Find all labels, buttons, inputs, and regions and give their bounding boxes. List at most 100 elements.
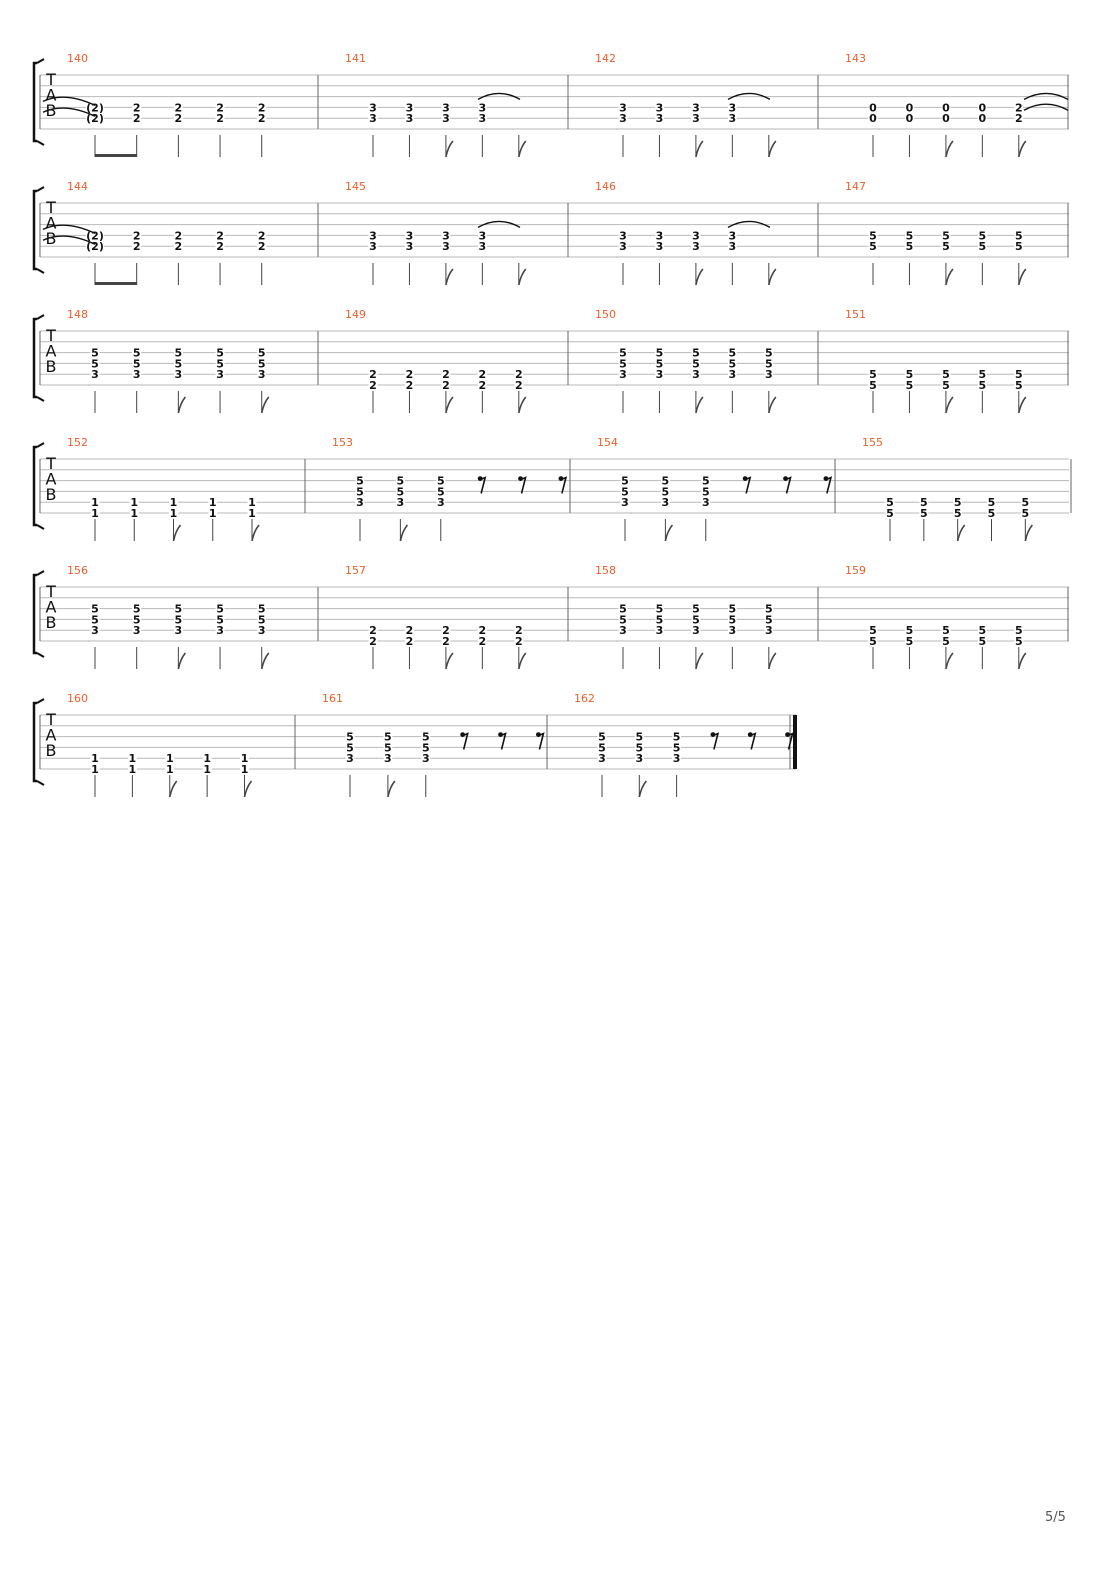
fret-mask	[986, 508, 996, 518]
chord: 553	[132, 603, 142, 669]
chord: 55	[941, 229, 951, 285]
fret-mask	[132, 113, 142, 124]
chord: 33	[368, 101, 378, 157]
fret-number: 5	[729, 613, 737, 626]
fret-mask	[173, 625, 183, 636]
fret-mask	[441, 369, 451, 380]
fret-mask	[654, 230, 664, 241]
fret-mask	[868, 102, 878, 113]
fret-mask	[240, 764, 250, 774]
fret-mask	[727, 614, 737, 625]
fret-mask	[86, 113, 104, 124]
measure-number: 151	[845, 308, 866, 321]
fret-number: 5	[346, 741, 354, 754]
fret-number: 5	[397, 485, 405, 498]
tie-arc	[727, 220, 771, 229]
fret-number: 5	[765, 603, 773, 616]
fret-mask	[977, 636, 987, 646]
chord: 11	[208, 496, 218, 541]
fret-number: 5	[619, 603, 627, 616]
measure-number: 156	[67, 564, 88, 577]
fret-mask	[1014, 380, 1024, 390]
chord: 55	[868, 624, 878, 669]
fret-mask	[618, 614, 628, 625]
fret-mask	[618, 113, 628, 124]
fret-mask	[355, 497, 365, 508]
fret-mask	[257, 241, 267, 252]
tab-clef-letter: A	[46, 342, 57, 361]
fret-number: 3	[656, 112, 664, 125]
fret-mask	[257, 614, 267, 625]
fret-number: 5	[869, 240, 877, 253]
tab-clef-letter: B	[46, 101, 57, 120]
tab-clef-letter: T	[45, 326, 56, 345]
fret-mask	[977, 230, 987, 241]
fret-mask	[208, 508, 218, 518]
fret-mask	[132, 614, 142, 625]
note-flag	[945, 652, 954, 670]
fret-mask	[727, 369, 737, 380]
fret-number: 3	[442, 229, 450, 242]
measure-number: 162	[574, 692, 595, 705]
fret-mask	[654, 347, 664, 358]
fret-number: 0	[869, 101, 877, 114]
measure-number: 150	[595, 308, 616, 321]
chord: 22	[1014, 101, 1024, 157]
fret-mask	[691, 113, 701, 124]
chord: 22	[173, 101, 183, 157]
fret-mask	[90, 347, 100, 358]
fret-mask	[904, 369, 914, 380]
fret-number: 5	[942, 624, 950, 637]
bracket-bottom-hook	[36, 652, 45, 658]
fret-mask	[597, 753, 607, 764]
fret-mask	[215, 614, 225, 625]
fret-mask	[132, 358, 142, 369]
fret-mask	[368, 230, 378, 241]
note-flag	[518, 268, 527, 286]
tab-clef-letter: T	[45, 582, 56, 601]
tab-system: TAB144(2)(2)2222222214533333333146333333…	[32, 180, 1069, 286]
fret-mask	[701, 497, 711, 508]
fret-number: 5	[1015, 240, 1023, 253]
fret-mask	[90, 603, 100, 614]
beam	[95, 282, 137, 285]
chord: 553	[395, 475, 405, 541]
chord: 55	[904, 624, 914, 669]
fret-mask	[404, 625, 414, 636]
fret-mask	[132, 625, 142, 636]
fret-mask	[941, 113, 951, 124]
fret-mask	[691, 614, 701, 625]
fret-mask	[941, 380, 951, 390]
measure-number: 159	[845, 564, 866, 577]
fret-number: 3	[422, 752, 430, 765]
fret-number: 3	[656, 624, 664, 637]
note-flag	[260, 652, 270, 670]
fret-mask	[1014, 625, 1024, 636]
rest	[747, 732, 757, 750]
fret-mask	[977, 625, 987, 636]
fret-mask	[441, 102, 451, 113]
fret-mask	[86, 102, 104, 113]
fret-mask	[127, 764, 137, 774]
fret-number: 5	[175, 613, 183, 626]
fret-mask	[764, 347, 774, 358]
fret-mask	[404, 241, 414, 252]
fret-number: 5	[384, 741, 392, 754]
fret-mask	[618, 369, 628, 380]
chord: 33	[654, 101, 664, 157]
fret-mask	[257, 347, 267, 358]
fret-number: 5	[662, 485, 670, 498]
tie-arc	[1023, 92, 1069, 101]
fret-number: 2	[258, 101, 266, 114]
chord: (2)(2)	[86, 101, 104, 157]
fret-number: 5	[619, 613, 627, 626]
fret-number: 3	[692, 624, 700, 637]
chord: 553	[215, 347, 225, 413]
fret-mask	[345, 742, 355, 753]
chord: 55	[904, 229, 914, 285]
fret-number: 3	[656, 240, 664, 253]
fret-number: 3	[729, 368, 737, 381]
